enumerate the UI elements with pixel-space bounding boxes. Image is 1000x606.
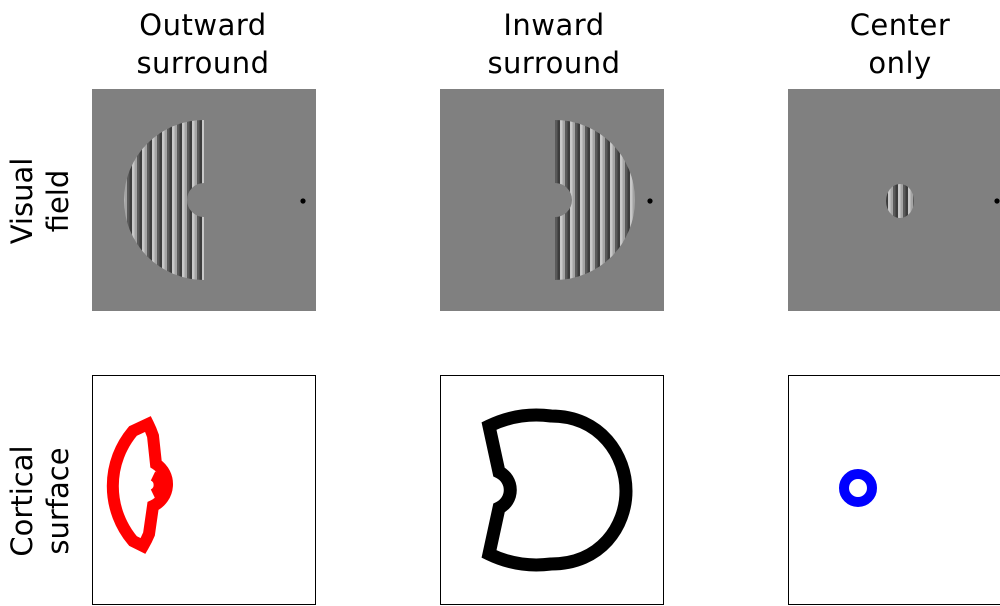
inward-cortical-outline: [489, 415, 626, 565]
fixation-dot: [994, 198, 999, 203]
outward-surround-grating: [124, 120, 204, 280]
cortical-outward-panel: [92, 375, 316, 605]
column-title-line2: surround: [83, 44, 323, 82]
cortical-center-panel: [788, 375, 1000, 605]
column-title-center: Center only: [780, 6, 1000, 82]
row-label-cortical-surface: Cortical surface: [4, 416, 76, 586]
column-title-inward: Inward surround: [434, 6, 674, 82]
cortical-inward-panel: [440, 375, 664, 605]
center-only-grating: [886, 184, 914, 218]
column-title-line2: only: [780, 44, 1000, 82]
column-title-line1: Inward: [434, 6, 674, 44]
column-title-outward: Outward surround: [83, 6, 323, 82]
center-cortical-ring: [844, 474, 872, 502]
row-label-line2: field: [40, 131, 76, 271]
fixation-dot: [647, 198, 652, 203]
visual-field-inward-panel: [440, 89, 664, 311]
row-label-line1: Cortical: [4, 416, 40, 586]
visual-field-center-panel: [788, 89, 1000, 311]
fixation-dot: [300, 198, 305, 203]
outward-notch: [153, 476, 159, 494]
row-label-line1: Visual: [4, 131, 40, 271]
row-label-line2: surface: [40, 416, 76, 586]
column-title-line2: surround: [434, 44, 674, 82]
column-title-line1: Center: [780, 6, 1000, 44]
row-label-visual-field: Visual field: [4, 131, 76, 271]
visual-field-outward-panel: [92, 89, 316, 311]
inward-surround-grating: [555, 120, 635, 280]
column-title-line1: Outward: [83, 6, 323, 44]
